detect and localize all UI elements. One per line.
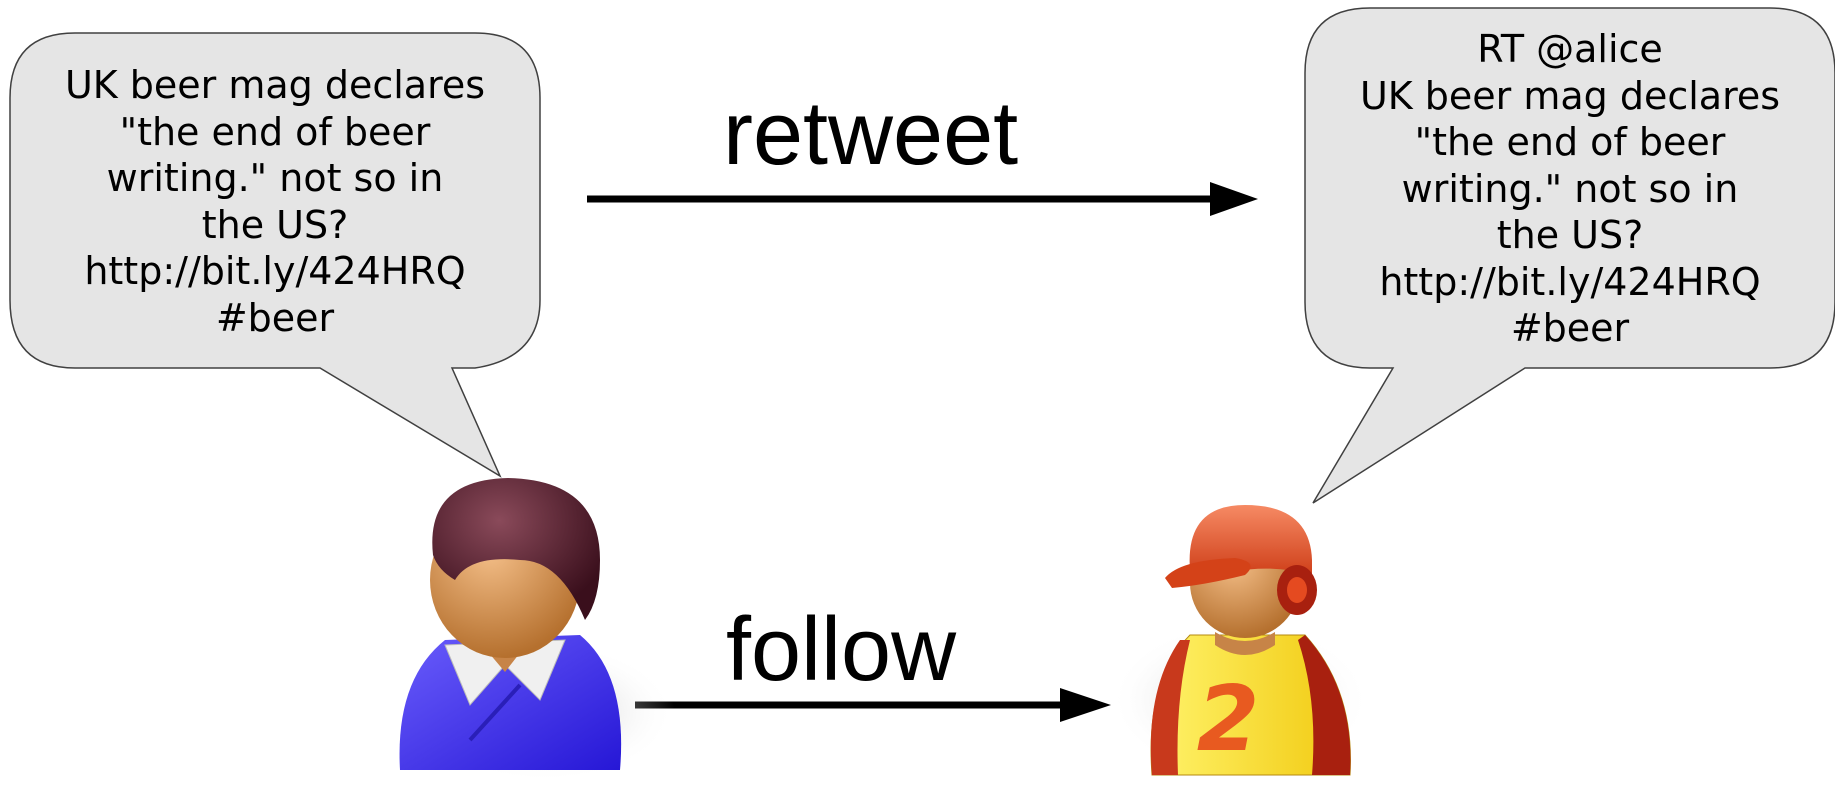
left-bubble-line: http://bit.ly/424HRQ [84, 249, 466, 293]
left-bubble-line: writing." not so in [106, 156, 444, 200]
left-speech-bubble [9, 32, 541, 478]
right-speech-bubble [1304, 7, 1835, 504]
follow-label: follow [726, 600, 957, 700]
left-bubble-line: the US? [201, 202, 349, 247]
right-bubble-line: writing." not so in [1401, 166, 1739, 211]
right-bubble-line: UK beer mag declares [1359, 73, 1781, 118]
right-bubble-text: RT @alice UK beer mag declares "the end … [1305, 26, 1835, 352]
left-bubble-line: #beer [215, 295, 335, 340]
right-bubble-line: "the end of beer [1414, 120, 1726, 164]
jersey-number: 2 [1197, 667, 1260, 772]
retweet-arrow [587, 182, 1258, 216]
right-bubble-shape [1304, 7, 1835, 504]
left-bubble-line: UK beer mag declares [64, 63, 486, 107]
left-bubble-text: UK beer mag declares "the end of beer wr… [10, 62, 540, 341]
right-bubble-line: RT @alice [1477, 27, 1663, 71]
left-bubble-shape [9, 32, 541, 478]
right-bubble-line: #beer [1510, 306, 1630, 350]
left-bubble-line: "the end of beer [119, 109, 431, 154]
right-bubble-line: the US? [1496, 213, 1644, 257]
player-icon: 2 [1110, 505, 1370, 778]
right-bubble-line: http://bit.ly/424HRQ [1379, 259, 1761, 304]
retweet-label: retweet [723, 84, 1019, 184]
follow-arrow [635, 688, 1111, 722]
user-icon [399, 478, 675, 782]
